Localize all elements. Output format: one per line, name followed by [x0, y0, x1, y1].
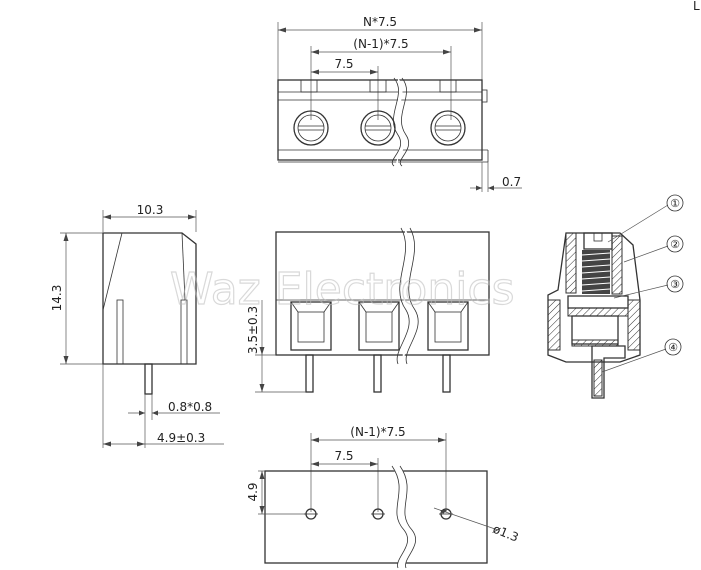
section-view — [547, 232, 641, 399]
front-cell-3 — [427, 301, 469, 351]
section-callouts: ① ② ③ ④ — [601, 194, 684, 373]
top-dim-pitch-label: 7.5 — [334, 57, 353, 71]
side-dim-pin-offset-label: 4.9±0.3 — [157, 431, 205, 445]
top-dim-rail-label: 0.7 — [502, 175, 521, 189]
footprint-dim-row-label: 4.9 — [246, 482, 260, 501]
callout-1: ① — [670, 197, 680, 210]
top-view: N*7.5 (N-1)*7.5 7.5 — [277, 15, 522, 192]
front-cell-1 — [290, 301, 332, 351]
footprint-dim-hole-label: ø1.3 — [491, 522, 521, 545]
side-dim-height-label: 14.3 — [50, 285, 64, 312]
top-dim-total-label: N*7.5 — [363, 15, 397, 29]
callout-3: ③ — [670, 278, 680, 291]
footprint-hole-1 — [304, 508, 318, 520]
front-dim-pin-length-label: 3.5±0.3 — [246, 306, 260, 354]
front-cell-2 — [358, 301, 400, 351]
callout-4: ④ — [668, 341, 678, 354]
top-dim-rail: 0.7 — [470, 162, 522, 192]
section-screw-threads — [581, 250, 611, 294]
top-dim-pitch: 7.5 — [311, 57, 379, 120]
top-screw-3 — [430, 110, 466, 146]
side-dim-width-label: 10.3 — [137, 203, 164, 217]
footprint-hole-2 — [371, 508, 385, 520]
top-screw-1 — [293, 110, 329, 146]
top-screw-2 — [360, 110, 396, 146]
footprint-view: (N-1)*7.5 7.5 4.9 — [246, 425, 521, 570]
top-dim-span: (N-1)*7.5 — [310, 37, 452, 120]
front-view: 3.5±0.3 — [246, 227, 490, 396]
side-view: 10.3 14.3 0.8*0.8 4.9±0.3 — [50, 203, 224, 448]
footprint-dim-span-label: (N-1)*7.5 — [350, 425, 405, 439]
callout-2: ② — [670, 238, 680, 251]
top-dim-total: N*7.5 — [277, 15, 483, 80]
corner-mark: L — [693, 0, 700, 13]
side-dim-pin-size-label: 0.8*0.8 — [168, 400, 212, 414]
top-dim-span-label: (N-1)*7.5 — [353, 37, 408, 51]
watermark: Waz Electronics — [170, 264, 515, 315]
footprint-dim-pitch-label: 7.5 — [334, 449, 353, 463]
